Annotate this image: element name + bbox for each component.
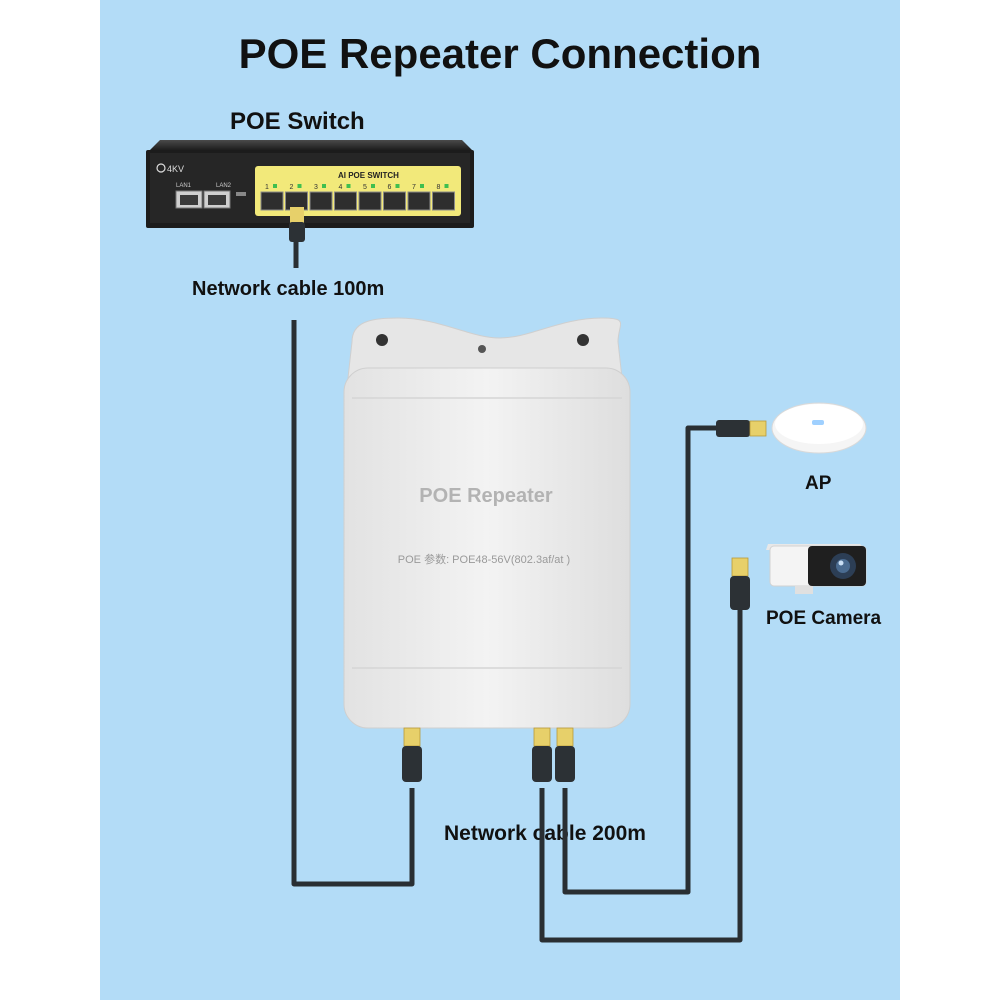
switch-brand: 4KV — [167, 164, 184, 174]
port-led — [297, 184, 302, 188]
diagram-title: POE Repeater Connection — [238, 30, 762, 77]
switch-label: POE Switch — [230, 108, 365, 135]
cable-lines — [291, 230, 743, 943]
cable-100m-label: Network cable 100m — [192, 278, 385, 300]
mount-hole — [577, 334, 589, 346]
rj45-plug — [532, 727, 552, 782]
lan2-label: LAN2 — [216, 183, 232, 189]
poe-repeater: POE Repeater POE 参数: POE48-56V(802.3af/a… — [343, 317, 631, 729]
port-led — [322, 184, 326, 188]
ap-led — [812, 420, 824, 425]
port-number-label: 5 — [363, 184, 367, 191]
brand-icon — [156, 163, 166, 173]
repeater-spec: POE 参数: POE48-56V(802.3af/at ) — [398, 552, 570, 566]
poe-port — [383, 191, 406, 211]
camera-label: POE Camera — [766, 608, 882, 629]
poe-port — [334, 191, 357, 211]
poe-camera-device — [766, 544, 867, 594]
rj45-plug — [730, 557, 750, 610]
port-number-label: 4 — [339, 184, 343, 191]
access-point-device — [771, 402, 867, 454]
port-number-label: 2 — [290, 184, 294, 191]
poe-port — [432, 191, 455, 211]
rj45-plug — [402, 727, 422, 782]
rj45-plug — [716, 420, 767, 437]
poe-port — [260, 191, 284, 211]
rj45-plug — [555, 727, 575, 782]
cable-100m — [291, 320, 415, 887]
poe-port — [309, 191, 333, 211]
poe-port — [358, 191, 382, 211]
mount-hole — [376, 334, 388, 346]
port-led — [395, 184, 400, 188]
port-led — [444, 184, 449, 188]
port-led — [346, 184, 351, 188]
port-led — [273, 184, 277, 188]
port-led — [371, 184, 375, 188]
poe-port — [407, 191, 431, 211]
switch-panel-text: AI POE SWITCH — [338, 171, 399, 180]
poe-switch: 4KV LAN1 LAN2 AI POE SWITCH 1 2 3 4 5 6 7 8 — [146, 140, 474, 228]
poe-ports: 1 2 3 4 5 6 7 8 — [260, 184, 455, 211]
repeater-label: POE Repeater — [419, 485, 553, 507]
rj45-plug — [289, 207, 305, 242]
cable-to-camera — [539, 606, 743, 943]
ap-label: AP — [805, 473, 832, 494]
cable-200m-label: Network cable 200m — [444, 822, 646, 845]
lan1-label: LAN1 — [176, 183, 192, 189]
rj45-plugs — [289, 207, 767, 782]
port-led — [420, 184, 424, 188]
repeater-body — [343, 367, 631, 729]
port-number-label: 1 — [265, 184, 269, 191]
cable-to-ap — [562, 425, 728, 895]
port-number-label: 3 — [314, 184, 318, 191]
port-number-label: 7 — [412, 184, 416, 191]
port-number-label: 8 — [437, 184, 441, 191]
port-number-label: 6 — [388, 184, 392, 191]
